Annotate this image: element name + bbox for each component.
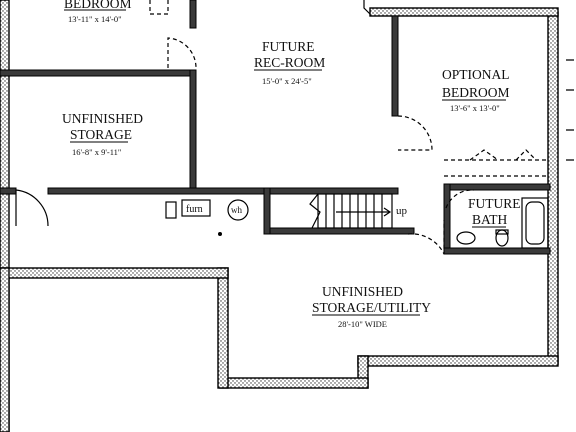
bathtub-inner bbox=[525, 201, 545, 245]
stair-treads bbox=[325, 194, 383, 228]
garage-wall-vertical bbox=[217, 267, 229, 389]
optional-bedroom-left-wall bbox=[391, 15, 399, 117]
furnace-label: furn bbox=[186, 204, 203, 215]
bottom-exterior-wall bbox=[357, 355, 559, 367]
bath-bottom-wall bbox=[443, 247, 551, 255]
right-edge-ticks bbox=[566, 59, 574, 161]
top-right-wall-edge bbox=[363, 0, 371, 15]
bedroom-door-swing bbox=[167, 37, 197, 69]
storage-bottom-wall bbox=[47, 187, 399, 195]
bottom-step-wall-horizontal bbox=[219, 377, 369, 389]
bath-left-wall bbox=[443, 183, 451, 255]
water-heater bbox=[227, 199, 249, 221]
bath-name-line1: FUTURE bbox=[468, 196, 521, 211]
stairs: up bbox=[309, 193, 408, 229]
optional-bedroom-name-line2: BEDROOM bbox=[442, 85, 510, 100]
bath-top-wall bbox=[445, 183, 551, 191]
doors bbox=[15, 0, 548, 255]
optional-bedroom-door-swing bbox=[397, 115, 433, 151]
stair-break-line bbox=[309, 193, 321, 229]
bedroom-right-wall bbox=[189, 0, 197, 29]
bath-entry-arc bbox=[445, 189, 475, 209]
stairs-up-label: up bbox=[396, 205, 408, 217]
garage-wall-horizontal bbox=[0, 267, 229, 279]
storage-name-line2: STORAGE bbox=[70, 127, 132, 142]
exterior-walls bbox=[0, 0, 559, 432]
utility-name-line2: STORAGE/UTILITY bbox=[312, 300, 431, 315]
stair-bottom-wall bbox=[263, 227, 415, 235]
top-edge-details bbox=[363, 0, 574, 161]
furnace bbox=[181, 199, 211, 217]
storage-dim: 16'-8" x 9'-11" bbox=[72, 147, 121, 157]
garage-left-wall bbox=[0, 267, 10, 432]
floor-drain bbox=[218, 232, 222, 236]
optional-bedroom-name-line1: OPTIONAL bbox=[442, 67, 510, 82]
utility-name-line1: UNFINISHED bbox=[322, 284, 403, 299]
bath-name-line2: BATH bbox=[472, 212, 508, 227]
bath-door-swing bbox=[407, 220, 445, 255]
rec-room-name-line2: REC-ROOM bbox=[254, 55, 325, 70]
bedroom-name: BEDROOM bbox=[64, 0, 132, 11]
storage-door-swing bbox=[15, 189, 49, 227]
room-labels: BEDROOM 13'-11" x 14'-0" FUTURE REC-ROOM… bbox=[62, 0, 521, 329]
top-exterior-wall-right bbox=[369, 7, 559, 17]
rec-room-name-line1: FUTURE bbox=[262, 39, 315, 54]
mechanical: furn wh bbox=[165, 199, 249, 236]
rec-room-dim: 15'-0" x 24'-5" bbox=[262, 76, 312, 86]
left-exterior-wall bbox=[0, 0, 10, 432]
optional-bedroom-closet bbox=[444, 149, 548, 177]
optional-bedroom-dim: 13'-6" x 13'-0" bbox=[450, 103, 500, 113]
interior-walls bbox=[0, 0, 551, 255]
utility-box bbox=[165, 201, 177, 219]
storage-right-wall bbox=[189, 69, 197, 191]
storage-left-stub bbox=[0, 187, 17, 195]
water-heater-label: wh bbox=[231, 205, 242, 215]
stair-left-wall bbox=[263, 187, 271, 235]
bath-fixtures bbox=[456, 197, 549, 249]
toilet-tank bbox=[495, 229, 509, 235]
toilet bbox=[495, 229, 509, 247]
storage-name-line1: UNFINISHED bbox=[62, 111, 143, 126]
bathtub bbox=[521, 197, 549, 249]
utility-dim: 28'-10" WIDE bbox=[338, 319, 387, 329]
bedroom-bottom-wall bbox=[0, 69, 197, 77]
sink bbox=[456, 231, 476, 245]
bedroom-closet-door bbox=[149, 0, 169, 15]
bedroom-dim: 13'-11" x 14'-0" bbox=[68, 14, 122, 24]
stair-arrow bbox=[336, 207, 392, 217]
stair-run bbox=[317, 193, 393, 229]
